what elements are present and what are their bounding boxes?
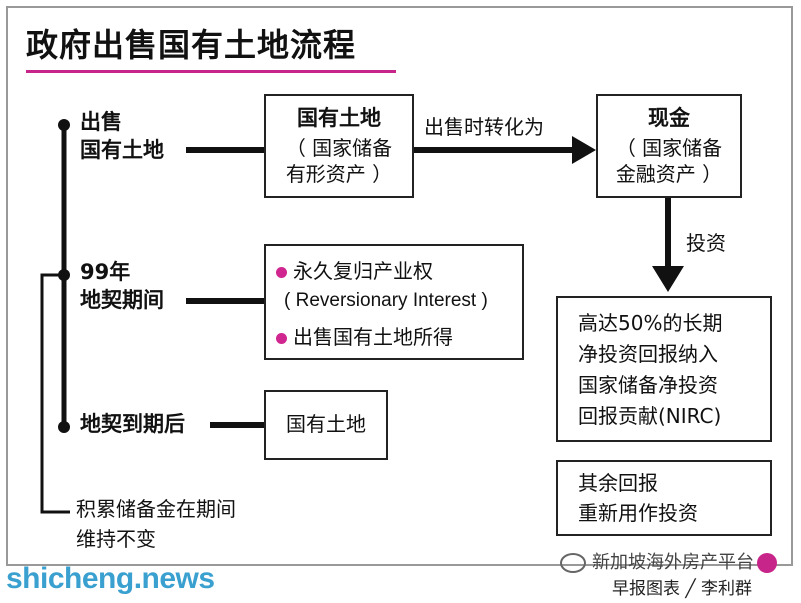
title-underline: [26, 70, 396, 73]
nirc-line-3: 国家储备净投资: [578, 373, 718, 397]
nirc-box: 高达50%的长期 净投资回报纳入 国家储备净投资 回报贡献(NIRC): [556, 296, 772, 442]
convert-arrow-head: [572, 136, 596, 164]
diagram-frame: [6, 6, 793, 566]
sale-stage-dot: [58, 119, 70, 131]
cash-box: 现金 （ 国家储备 金融资产 ）: [596, 94, 742, 198]
land-asset-box: 国有土地 （ 国家储备 有形资产 ）: [264, 94, 414, 198]
invest-arrow-head: [652, 266, 684, 292]
cash-line-2: 金融资产 ）: [615, 162, 723, 186]
land-asset-title: 国有土地: [297, 106, 381, 130]
expiry-land-text: 国有土地: [286, 412, 366, 436]
pink-bullet-icon: [276, 267, 287, 278]
reserve-bracket: [40, 273, 70, 514]
lease-stage-label: 99年 地契期间: [80, 260, 164, 312]
land-asset-line-2: 有形资产 ）: [285, 162, 393, 186]
nirc-line-1: 高达50%的长期: [578, 311, 723, 335]
channel-watermark: 新加坡海外房产平台: [560, 548, 754, 574]
pink-bullet-icon: [276, 333, 287, 344]
remainder-line-1: 其余回报: [578, 471, 658, 495]
sale-stage-label: 出售 国有土地: [80, 110, 164, 162]
lease-items-box: 永久复归产业权 ( Reversionary Interest ) 出售国有土地…: [264, 244, 524, 360]
wechat-icon: [560, 553, 586, 574]
credit: 早报图表 ╱ 李利群: [612, 579, 753, 599]
remainder-line-2: 重新用作投资: [578, 501, 698, 525]
convert-arrow-label: 出售时转化为: [424, 115, 544, 139]
zaobao-logo-icon: [757, 553, 777, 573]
expiry-land-box: 国有土地: [264, 390, 388, 460]
cash-title: 现金: [648, 106, 690, 130]
invest-arrow-label: 投资: [686, 231, 726, 255]
nirc-line-4: 回报贡献(NIRC): [578, 404, 722, 428]
land-asset-line-1: （ 国家储备: [285, 136, 393, 160]
expiry-stage-label: 地契到期后: [80, 412, 185, 436]
reserve-note: 积累储备金在期间 维持不变: [76, 497, 236, 551]
lease-item-1: 永久复归产业权: [276, 256, 433, 286]
lease-item-1-english: ( Reversionary Interest ): [284, 290, 488, 311]
diagram-title: 政府出售国有土地流程: [26, 26, 357, 64]
cash-line-1: （ 国家储备: [615, 136, 723, 160]
expiry-stage-dot: [58, 421, 70, 433]
lease-item-2: 出售国有土地所得: [276, 322, 453, 352]
site-watermark: shicheng.news: [6, 562, 215, 595]
lease-stage-dot: [58, 269, 70, 281]
nirc-line-2: 净投资回报纳入: [578, 342, 718, 366]
remainder-box: 其余回报 重新用作投资: [556, 460, 772, 536]
